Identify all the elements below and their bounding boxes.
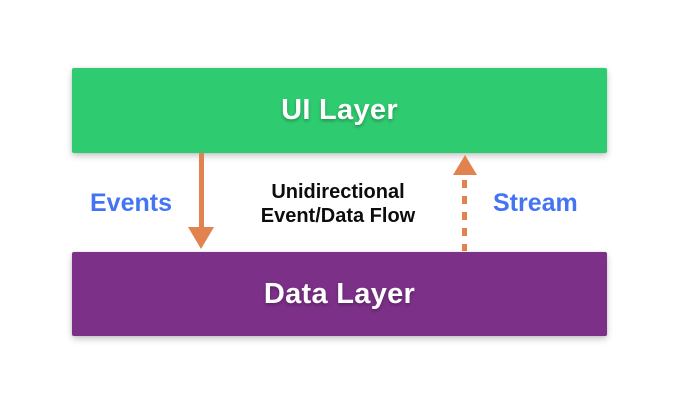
ui-layer-label: UI Layer bbox=[281, 94, 398, 126]
events-arrowhead-icon bbox=[188, 227, 214, 249]
stream-arrow-stem bbox=[462, 180, 467, 251]
events-arrow-stem bbox=[198, 153, 204, 227]
events-down-arrow-icon bbox=[188, 153, 214, 249]
events-label: Events bbox=[90, 189, 172, 217]
data-layer-label: Data Layer bbox=[263, 277, 416, 310]
ui-layer-box: UI Layer bbox=[72, 68, 607, 153]
data-layer-box: Data Layer bbox=[72, 252, 607, 336]
stream-label: Stream bbox=[493, 189, 578, 217]
flow-caption-line2: Event/Data Flow bbox=[260, 205, 416, 227]
flow-caption-line1: Unidirectional bbox=[271, 181, 405, 203]
flow-caption: Unidirectional Event/Data Flow bbox=[238, 180, 438, 228]
stream-up-arrow-icon bbox=[452, 155, 477, 251]
stream-arrowhead-icon bbox=[452, 155, 477, 175]
